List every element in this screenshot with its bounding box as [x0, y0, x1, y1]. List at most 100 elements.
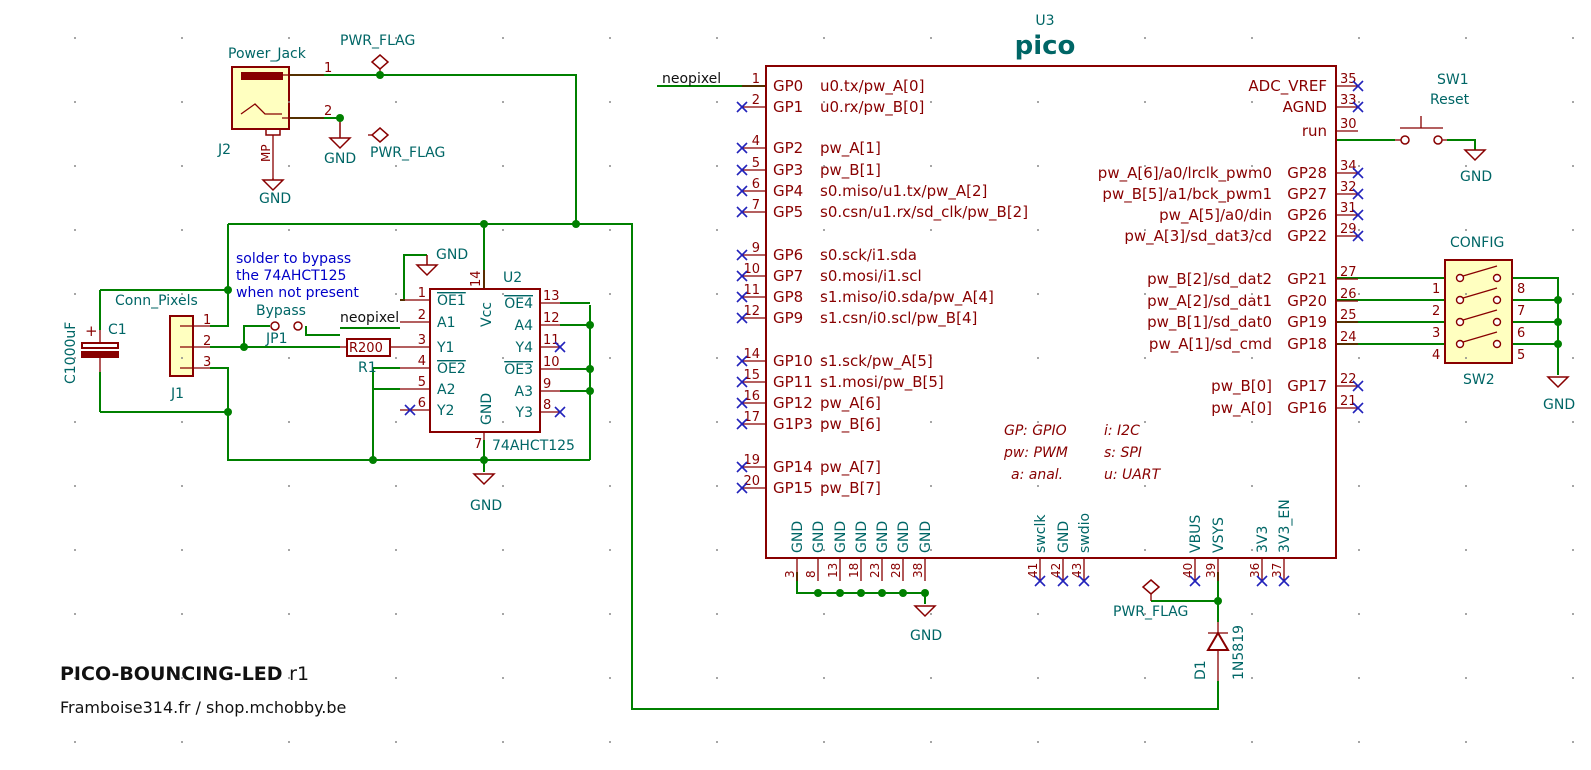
j1-body[interactable] [169, 315, 194, 377]
grid-dot [395, 229, 397, 231]
grid-dot [288, 229, 290, 231]
j2-mp: MP [259, 144, 273, 162]
c1-body[interactable] [81, 342, 119, 349]
grid-dot [502, 229, 504, 231]
grid-dot [288, 37, 290, 39]
grid-dot [1037, 549, 1039, 551]
u3-pin-name: GND [790, 521, 806, 553]
no-connect-icon [736, 249, 748, 261]
u3-body[interactable] [765, 65, 1337, 559]
grid-dot [502, 165, 504, 167]
jp1-body[interactable] [270, 321, 280, 331]
sw2-ref[interactable]: SW2 [1463, 372, 1495, 388]
u3-pin-name: GP10 [773, 352, 813, 370]
grid-dot [716, 101, 718, 103]
grid-dot [74, 229, 76, 231]
u3-pin-function: pw_B[1]/sd_dat0 [1147, 313, 1272, 332]
u2-pin-number: 4 [418, 354, 426, 369]
u3-pin-number: 9 [752, 241, 760, 256]
no-connect-icon [1034, 575, 1046, 587]
grid-dot [823, 421, 825, 423]
grid-dot [609, 229, 611, 231]
u3-pin-number: 15 [743, 368, 760, 383]
grid-dot [74, 101, 76, 103]
grid-dot [1358, 421, 1360, 423]
d1-body[interactable] [1206, 631, 1230, 651]
no-connect-icon [1278, 575, 1290, 587]
grid-dot [502, 485, 504, 487]
sw1-body[interactable] [1400, 135, 1410, 145]
no-connect-icon [736, 376, 748, 388]
grid-dot [1572, 357, 1574, 359]
u3-pin-number: 2 [752, 93, 760, 108]
grid-dot [181, 485, 183, 487]
grid-dot [181, 293, 183, 295]
gnd-label-2: GND [259, 191, 291, 207]
u3-pin-name: GND [918, 521, 934, 553]
u2-body[interactable] [429, 288, 541, 433]
wires [99, 74, 1559, 710]
u3-pin-name: GND [833, 521, 849, 553]
grid-dot [1144, 677, 1146, 679]
u2-pin-name: OE2 [437, 361, 466, 377]
c1-ref[interactable]: C1 [108, 322, 127, 338]
grid-dot [1037, 613, 1039, 615]
j1-ref[interactable]: J1 [170, 386, 184, 402]
u3-pin-name: GND [1056, 521, 1072, 553]
u3-pin-name: GP1 [773, 98, 803, 116]
u2-pin-name: OE1 [437, 293, 466, 309]
grid-dot [502, 677, 504, 679]
grid-dot [1251, 741, 1253, 743]
grid-dot [181, 101, 183, 103]
grid-dot [1144, 293, 1146, 295]
grid-dot [502, 549, 504, 551]
j2-ref[interactable]: J2 [217, 142, 231, 158]
grid-dot [823, 165, 825, 167]
sw2-pin-l4: 4 [1432, 348, 1440, 363]
u3-pin-number: 27 [1340, 265, 1357, 280]
u2-pin-number: 11 [543, 333, 560, 348]
grid-dot [1465, 101, 1467, 103]
no-connect-icon [1352, 80, 1364, 92]
u3-pin-name: GP27 [1287, 185, 1327, 203]
d1-ref[interactable]: D1 [1193, 660, 1209, 680]
grid-dot [609, 101, 611, 103]
u3-pin-function: s0.csn/u1.rx/sd_clk/pw_B[2] [820, 203, 1028, 222]
u3-pin-function: s1.mosi/pw_B[5] [820, 373, 944, 392]
sw1-ref[interactable]: SW1 [1437, 72, 1469, 88]
grid-dot [1251, 357, 1253, 359]
jp1-ref[interactable]: JP1 [265, 331, 287, 347]
grid-dot [930, 677, 932, 679]
grid-dot [1251, 485, 1253, 487]
u3-pin-name: GP14 [773, 458, 813, 476]
grid-dot [609, 421, 611, 423]
u3-pin-number: 43 [1070, 563, 1084, 578]
grid-dot [1572, 293, 1574, 295]
sw2-contact [1492, 317, 1502, 327]
grid-dot [930, 101, 932, 103]
u3-pin-name: AGND [1283, 98, 1327, 116]
u3-pin-number: 22 [1340, 372, 1357, 387]
u2-pin-name: A3 [515, 384, 533, 400]
u3-ref[interactable]: U3 [1035, 13, 1054, 29]
grid-dot [823, 293, 825, 295]
u3-pin-name: GP4 [773, 182, 803, 200]
grid-dot [1037, 165, 1039, 167]
u3-pin-number: 31 [1340, 201, 1357, 216]
r1-ref[interactable]: R1 [358, 360, 377, 376]
grid-dot [74, 293, 76, 295]
u3-pin-function: s0.mosi/i1.scl [820, 267, 922, 285]
grid-dot [1144, 549, 1146, 551]
grid-dot [930, 37, 932, 39]
u2-pin-name: OE4 [504, 296, 533, 312]
sw2-body[interactable] [1444, 259, 1513, 364]
sw1-value: Reset [1430, 92, 1470, 108]
sw2-contact [1455, 317, 1465, 327]
grid-dot [716, 229, 718, 231]
u2-ref[interactable]: U2 [503, 270, 522, 286]
grid-dot [1465, 421, 1467, 423]
grid-dot [1144, 421, 1146, 423]
u2-pin-name: A4 [515, 318, 534, 334]
no-connect-icon [736, 164, 748, 176]
